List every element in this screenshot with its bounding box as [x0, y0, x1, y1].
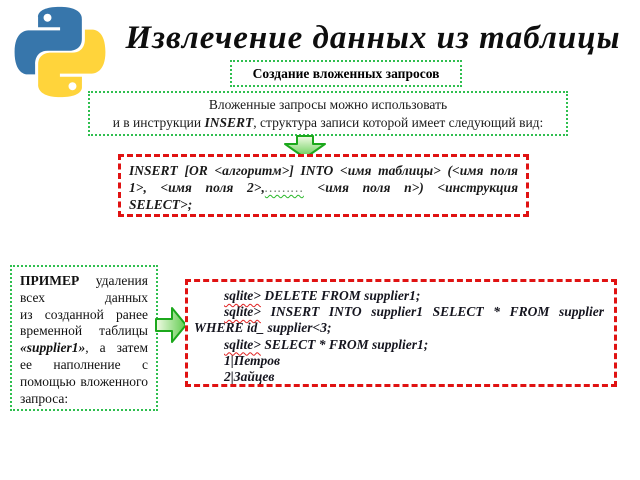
syntax-line-2-pre: 1>, <имя поля 2>,: [129, 180, 265, 195]
example-line-5: «supplier1», а затем: [20, 340, 148, 357]
console-line-4: sqlite> SELECT * FROM supplier1;: [194, 337, 604, 353]
example-line-8: запроса:: [20, 390, 69, 406]
intro-line-2-post: , структура записи которой имеет следующ…: [253, 114, 544, 130]
example-line-3: из созданной ранее: [20, 306, 148, 322]
insert-syntax-box: INSERT [OR <алгоритм>] INTO <имя таблицы…: [118, 154, 529, 217]
intro-line-2-pre: и в инструкции: [112, 114, 205, 130]
console-result-row-1: 1|Петров: [224, 352, 281, 368]
example-line-1-rest: удаления: [95, 273, 148, 288]
example-line-4: временной таблицы: [20, 323, 148, 339]
example-box: ПРИМЕР удаления всех данных из созданной…: [10, 265, 158, 411]
table-name: «supplier1»: [20, 340, 86, 356]
example-line-5-rest: , а затем: [85, 340, 148, 356]
console-line-1-text: DELETE FROM supplier1;: [264, 288, 421, 303]
ellipsis-dots: ………: [264, 180, 304, 195]
syntax-line-2-post: <имя поля n>) <инструкция: [317, 180, 519, 195]
intro-line-1: Вложенные запросы можно использовать: [208, 97, 448, 112]
arrow-down-icon: [284, 135, 326, 159]
console-line-2-text: INSERT INTO supplier1 SELECT * FROM supp…: [270, 304, 604, 320]
python-logo-icon: [14, 6, 106, 98]
page-title: Извлечение данных из таблицы: [125, 20, 621, 56]
intro-line-2: и в инструкции INSERT, структура записи …: [90, 114, 566, 132]
example-line-2: всех данных: [20, 289, 148, 305]
example-keyword: ПРИМЕР: [20, 273, 80, 288]
sql-console-box: sqlite> DELETE FROM supplier1; sqlite> I…: [185, 279, 617, 387]
sqlite-prompt: sqlite>: [224, 336, 261, 352]
subtitle-text: Создание вложенных запросов: [252, 65, 440, 81]
example-line-7: помощью вложенного: [20, 373, 148, 389]
console-line-1: sqlite> DELETE FROM supplier1;: [194, 288, 604, 304]
syntax-line-3: SELECT>;: [129, 197, 193, 212]
syntax-line-2: 1>, <имя поля 2>,……… <имя поля n>) <инст…: [129, 179, 518, 196]
insert-keyword: INSERT: [204, 114, 254, 130]
console-line-3: WHERE id_ supplier<3;: [194, 320, 332, 336]
intro-box: Вложенные запросы можно использовать и в…: [88, 91, 568, 136]
subtitle-box: Создание вложенных запросов: [230, 60, 462, 87]
sqlite-prompt: sqlite>: [224, 288, 261, 303]
sqlite-prompt: sqlite>: [224, 304, 261, 320]
example-line-6: ее наполнение с: [20, 356, 148, 372]
console-line-2: sqlite> INSERT INTO supplier1 SELECT * F…: [194, 304, 604, 320]
console-line-4-text: SELECT * FROM supplier1;: [264, 336, 429, 352]
console-result-row-2: 2|Зайцев: [224, 369, 275, 385]
syntax-line-1: INSERT [OR <алгоритм>] INTO <имя таблицы…: [129, 163, 518, 178]
arrow-right-icon: [155, 307, 187, 343]
example-line-1: ПРИМЕР удаления: [20, 273, 148, 290]
